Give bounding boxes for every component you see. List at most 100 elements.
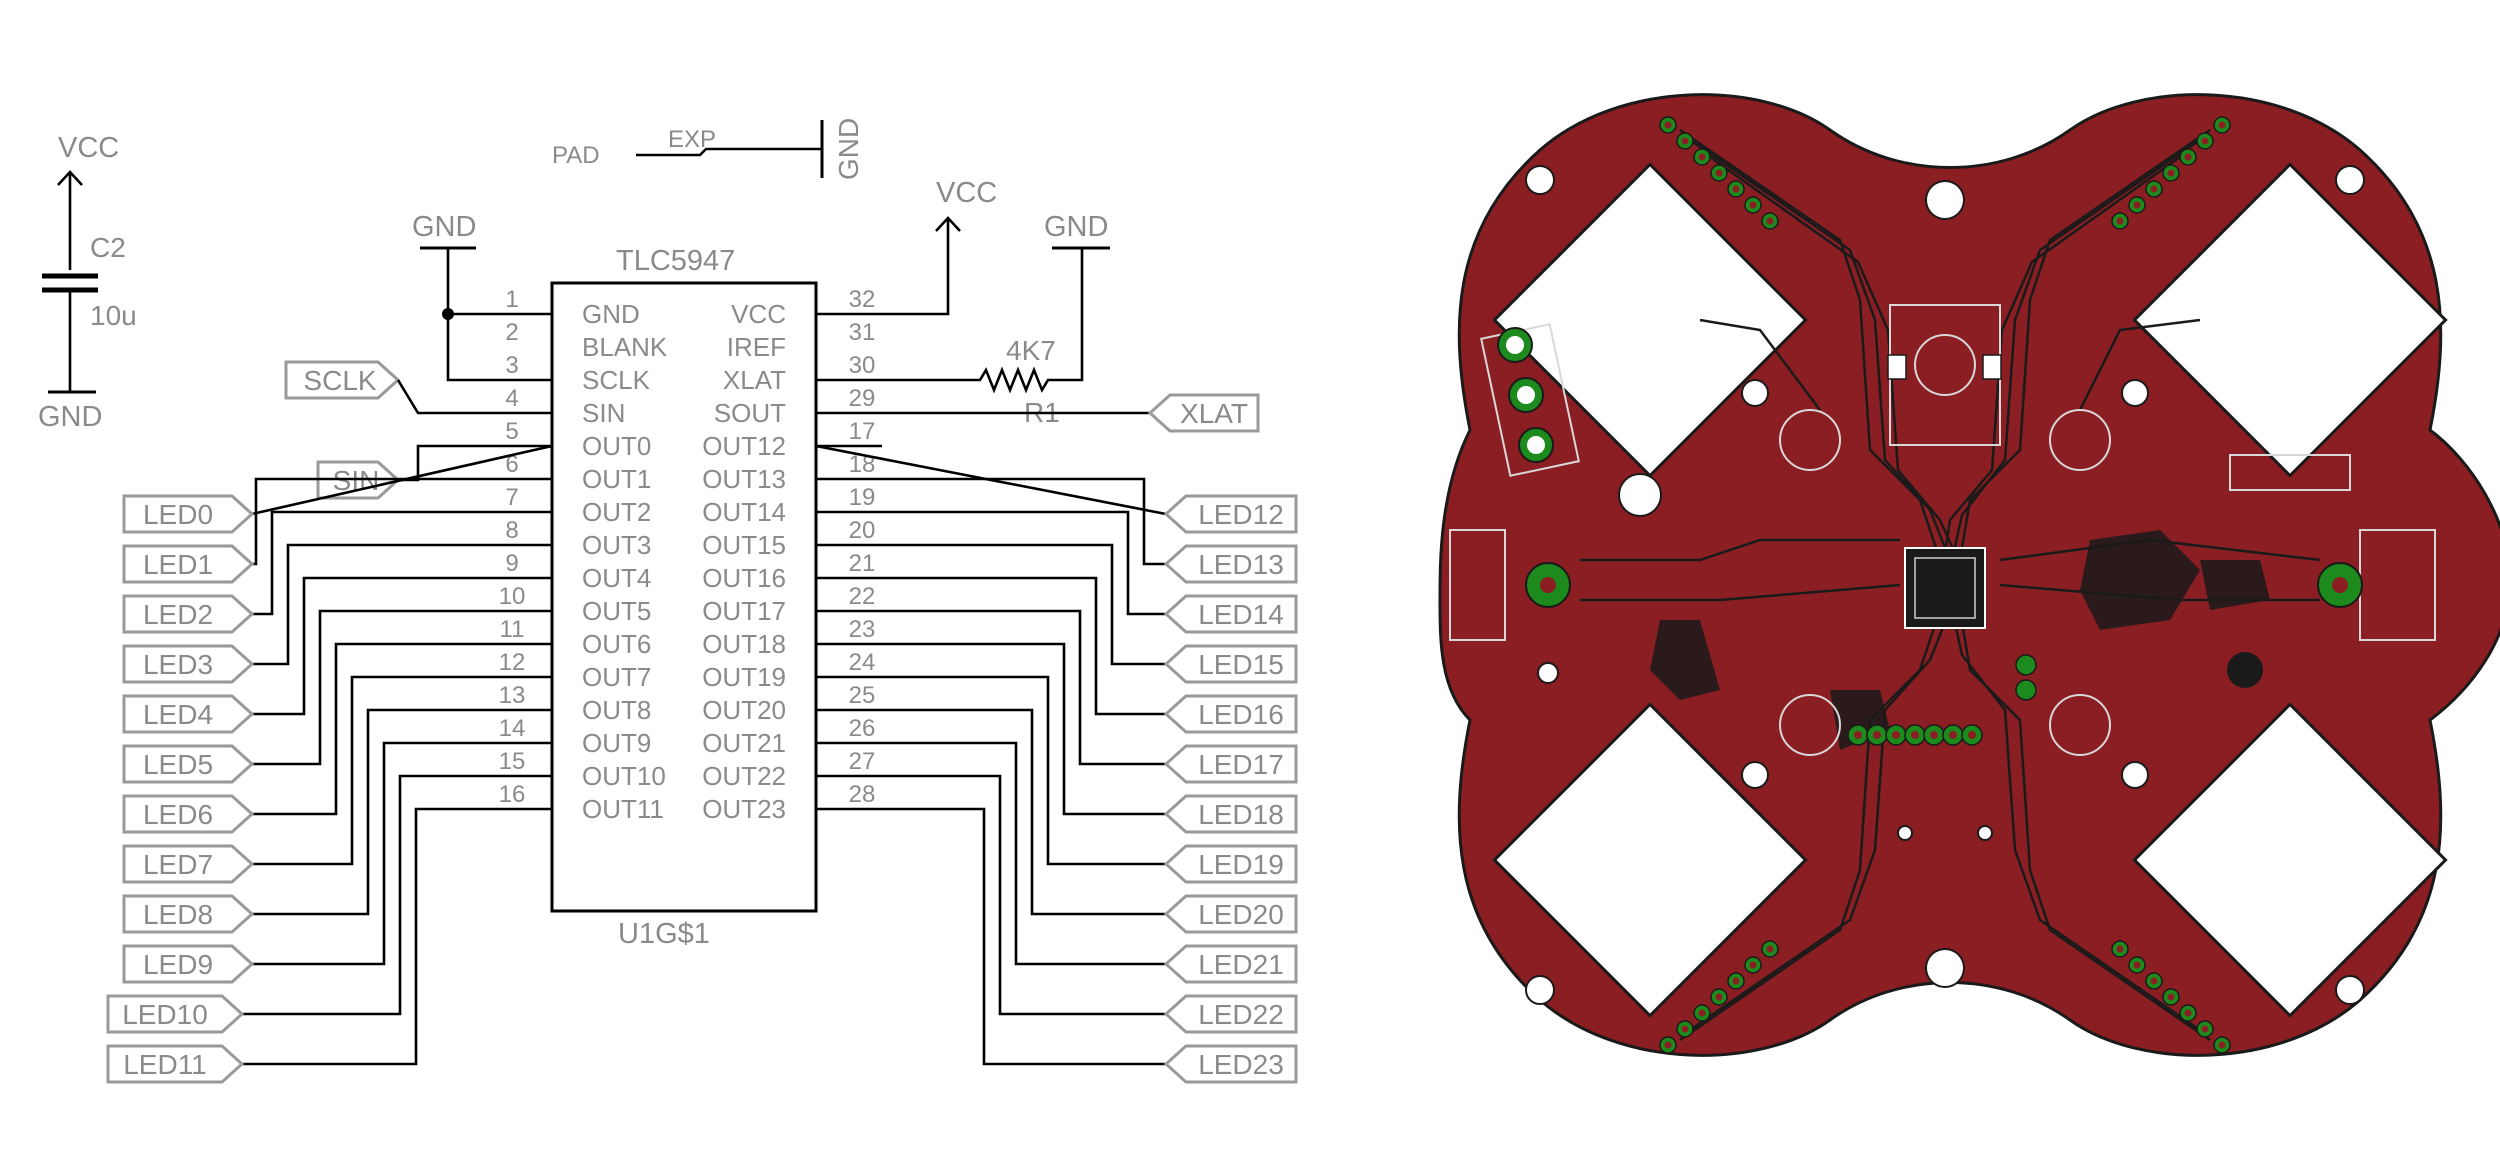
led-wire-left — [252, 510, 552, 616]
led-pad-hole — [1664, 1041, 1672, 1049]
gnd-label-res: GND — [1044, 211, 1108, 243]
right-pin-number: 27 — [849, 748, 876, 775]
led-label-right: LED22 — [1198, 999, 1284, 1030]
left-pin-label: OUT2 — [582, 497, 651, 527]
right-pin-label: OUT21 — [702, 728, 786, 758]
left-pin-label: OUT10 — [582, 761, 666, 791]
led-flag-left[interactable] — [122, 794, 255, 834]
led-label-right: LED12 — [1198, 499, 1284, 530]
led-wire-right — [816, 708, 1166, 916]
led-flag-right[interactable] — [1163, 894, 1298, 934]
gnd-label-chip: GND — [412, 211, 476, 243]
led-wire-left — [252, 642, 552, 816]
led-flag-left[interactable] — [122, 894, 255, 934]
led-pad-hole — [2201, 137, 2209, 145]
led-flag-right[interactable] — [1163, 744, 1298, 784]
sclk-net-label[interactable]: SCLK — [284, 360, 552, 415]
led-flag-left[interactable] — [122, 644, 255, 684]
led-pad-hole — [2150, 185, 2158, 193]
led-flag-left[interactable] — [122, 844, 255, 884]
right-pin-number: 32 — [849, 286, 876, 313]
led-flag-right[interactable] — [1163, 594, 1298, 634]
led-pad-hole — [2150, 977, 2158, 985]
led-flag-left[interactable] — [122, 594, 255, 634]
led-flag-right[interactable] — [1163, 944, 1298, 984]
led-wire-left — [252, 609, 552, 766]
led-flag-right[interactable] — [1163, 844, 1298, 884]
sclk-wire — [396, 379, 552, 415]
led-label-left: LED3 — [143, 649, 213, 680]
led-flag-left[interactable] — [106, 994, 245, 1034]
led-flag-right[interactable] — [1163, 994, 1298, 1034]
right-pin-number: 31 — [849, 319, 876, 346]
sclk-flag[interactable] — [284, 360, 401, 400]
cutout-top-left — [1492, 162, 1808, 478]
left-pin-label: OUT0 — [582, 431, 651, 461]
led-flag-right[interactable] — [1163, 694, 1298, 734]
right-pin-number: 30 — [849, 352, 876, 379]
xlat-net-label[interactable]: XLAT — [1147, 393, 1260, 433]
led-label-right: LED18 — [1198, 799, 1284, 830]
left-pin-label: SCLK — [582, 365, 651, 395]
led-flag-left[interactable] — [122, 744, 255, 784]
xlat-text: XLAT — [1180, 398, 1248, 429]
chip-body — [550, 281, 818, 913]
led-label-left: LED9 — [143, 949, 213, 980]
led-label-left: LED5 — [143, 749, 213, 780]
led-pad-hole — [2218, 121, 2226, 129]
exposed-pad-symbol: PAD EXP GND — [552, 118, 864, 180]
led-flag-right[interactable] — [1163, 494, 1298, 534]
right-pin-number: 20 — [849, 517, 876, 544]
left-pin-number: 3 — [505, 352, 518, 379]
sclk-text: SCLK — [303, 365, 376, 396]
chip-ref: U1G$1 — [618, 918, 710, 950]
left-pin-label: OUT6 — [582, 629, 651, 659]
led-flag-right[interactable] — [1163, 544, 1298, 584]
led-label-left: LED6 — [143, 799, 213, 830]
right-pin-number: 26 — [849, 715, 876, 742]
blank-wire — [446, 248, 552, 382]
led-label-left: LED0 — [143, 499, 213, 530]
xlat-flag[interactable] — [1147, 393, 1260, 433]
right-pin-number: 29 — [849, 385, 876, 412]
left-pin-number: 6 — [505, 451, 518, 478]
led-flag-right[interactable] — [1163, 644, 1298, 684]
right-pin-label: XLAT — [723, 365, 786, 395]
led-flag-right[interactable] — [1163, 794, 1298, 834]
led-pad-hole — [2133, 961, 2141, 969]
left-pin-label: OUT9 — [582, 728, 651, 758]
led-flag-left[interactable] — [122, 694, 255, 734]
left-pin-number: 1 — [505, 286, 518, 313]
gnd-label-cap: GND — [38, 401, 102, 433]
led-flag-left[interactable] — [122, 544, 255, 584]
led-flag-right[interactable] — [1163, 1044, 1298, 1084]
pcb-led-pads — [1659, 116, 2231, 1054]
led-flag-left[interactable] — [122, 494, 255, 534]
right-pin-number: 23 — [849, 616, 876, 643]
led-flag-left[interactable] — [106, 1044, 245, 1084]
left-pin-label: OUT8 — [582, 695, 651, 725]
right-pin-label: OUT22 — [702, 761, 786, 791]
right-pin-label: OUT16 — [702, 563, 786, 593]
header-pad — [2015, 679, 2037, 701]
led-pad-hole — [1732, 977, 1740, 985]
led-label-right: LED19 — [1198, 849, 1284, 880]
header-pad-hole — [1930, 731, 1938, 739]
led-pad-hole — [1664, 121, 1672, 129]
led-pad-hole — [1766, 217, 1774, 225]
led-wire-left — [252, 576, 552, 716]
schematic: VCC GND C2 10u PAD EXP GND TLC5947 U1G$1… — [38, 118, 1298, 1084]
led-label-right: LED23 — [1198, 1049, 1284, 1080]
left-pin-label: OUT5 — [582, 596, 651, 626]
pad-label: PAD — [552, 142, 600, 169]
left-pin-label: OUT7 — [582, 662, 651, 692]
led-wire-right — [816, 807, 1166, 1066]
right-pin-label: OUT12 — [702, 431, 786, 461]
led-wire-right — [816, 774, 1166, 1016]
header-pad — [2015, 654, 2037, 676]
led-pad-hole — [1749, 961, 1757, 969]
led-flag-left[interactable] — [122, 944, 255, 984]
left-pin-number: 13 — [499, 682, 526, 709]
led-wire-right — [816, 510, 1166, 616]
